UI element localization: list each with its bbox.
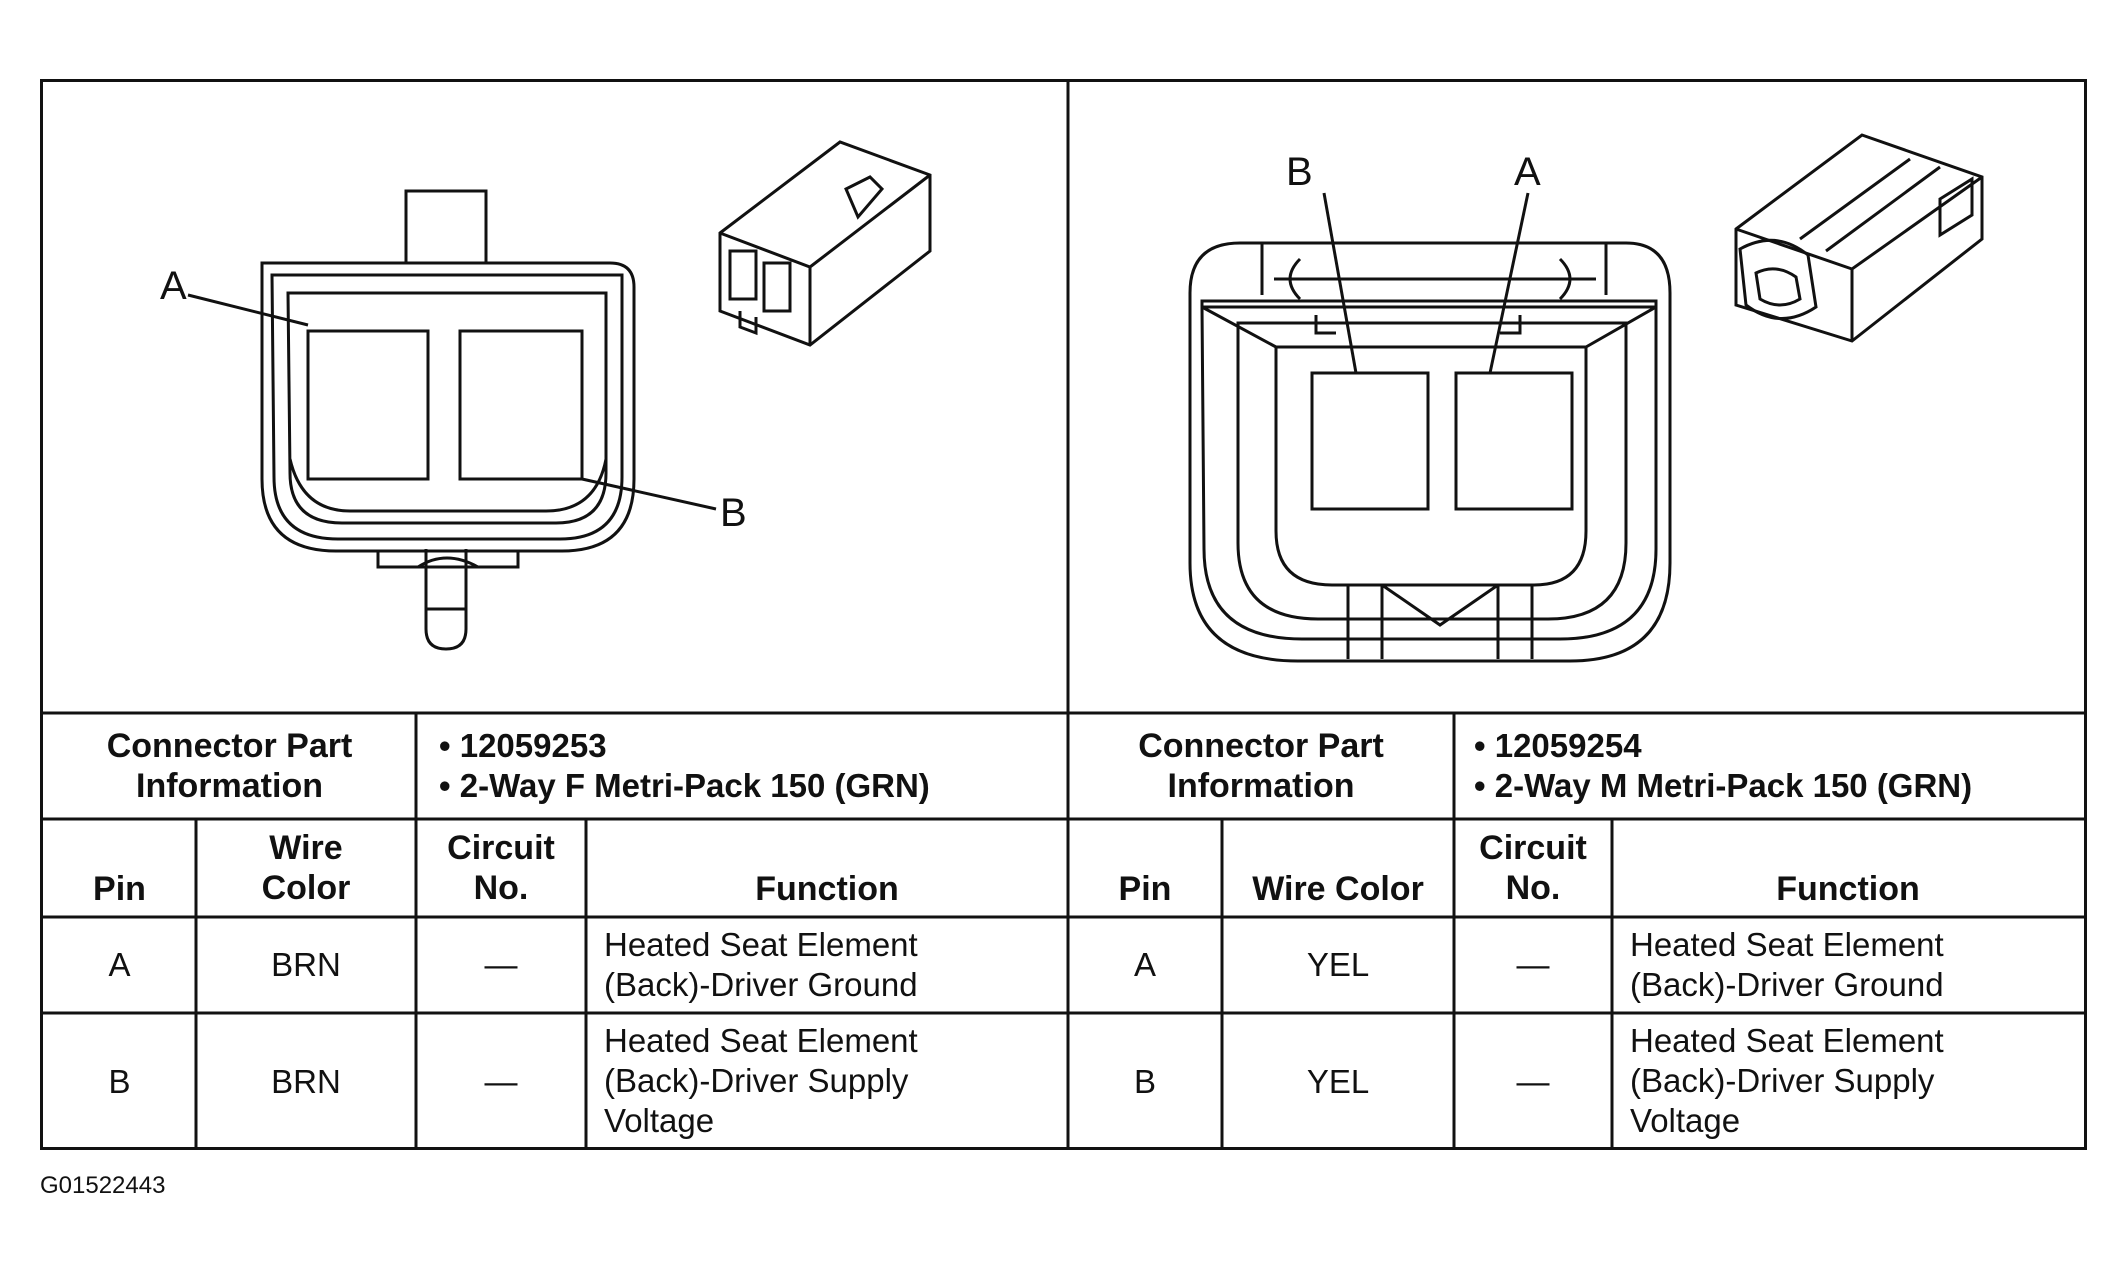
right-row-a-wire: YEL (1306, 946, 1370, 983)
right-col-pin: Pin (1118, 870, 1172, 908)
right-row-b-function: Heated Seat Element (Back)-Driver Supply… (1612, 1013, 2084, 1150)
right-row-a-function-l1: Heated Seat Element (1630, 926, 1944, 963)
left-col-function: Function (755, 870, 899, 908)
left-col-wire-color: Wire Color (196, 819, 416, 917)
right-row-a-circuit: — (1516, 946, 1550, 983)
right-row-b-circuit: — (1516, 1062, 1550, 1100)
right-connector-iso (1734, 133, 1984, 343)
left-row-a-circuit: — (484, 946, 518, 983)
right-col-circuit-no: Circuit No. (1454, 819, 1612, 917)
left-label-b: B (720, 491, 747, 535)
left-row-b-function-l2: (Back)-Driver Supply (604, 1062, 909, 1099)
right-row-a-function: Heated Seat Element (Back)-Driver Ground (1612, 917, 2084, 1013)
left-connector-iso (718, 140, 932, 347)
right-part-number: • 12059254 (1474, 727, 1642, 764)
left-row-b-function: Heated Seat Element (Back)-Driver Supply… (586, 1013, 1068, 1150)
left-row-a-function: Heated Seat Element (Back)-Driver Ground (586, 917, 1068, 1013)
right-row-b-function-l2: (Back)-Driver Supply (1630, 1062, 1935, 1099)
left-row-b-circuit: — (484, 1062, 518, 1100)
left-col-circuit-no-text: Circuit No. (447, 829, 555, 907)
right-row-b-wire: YEL (1306, 1062, 1370, 1100)
right-part-info: • 12059254 • 2-Way M Metri-Pack 150 (GRN… (1454, 713, 2084, 819)
right-info-header-text: Connector Part Information (1138, 727, 1384, 805)
outer-frame (40, 79, 2087, 1150)
right-row-b-function-l3: Voltage (1630, 1102, 1741, 1139)
right-col-function: Function (1776, 870, 1920, 908)
left-connector-face (187, 189, 717, 651)
left-row-a-pin: A (108, 946, 131, 983)
right-col-wire-color: Wire Color (1252, 870, 1424, 908)
right-row-a-pin: A (1133, 946, 1156, 983)
left-part-desc: • 2-Way F Metri-Pack 150 (GRN) (439, 767, 930, 804)
left-info-header-text: Connector Part Information (106, 727, 353, 805)
right-col-circuit-no-text: Circuit No. (1479, 829, 1587, 907)
left-info-header: Connector Part Information (43, 713, 416, 819)
left-part-number: • 12059253 (439, 727, 607, 764)
left-col-circuit-no: Circuit No. (416, 819, 586, 917)
left-row-a-function-l2: (Back)-Driver Ground (604, 966, 918, 1003)
right-info-header: Connector Part Information (1068, 713, 1454, 819)
right-connector-face (1188, 192, 1672, 663)
left-label-a: A (160, 264, 187, 308)
right-row-b-pin: B (1133, 1062, 1156, 1100)
left-row-a-wire: BRN (271, 946, 341, 983)
left-col-wire-color-text: Wire Color (261, 829, 351, 907)
left-col-pin: Pin (93, 870, 146, 908)
left-row-b-function-l3: Voltage (604, 1102, 715, 1139)
left-row-a-function-l1: Heated Seat Element (604, 926, 918, 963)
left-row-b-function-l1: Heated Seat Element (604, 1022, 918, 1059)
figure-id: G01522443 (40, 1172, 166, 1199)
right-label-a: A (1514, 150, 1541, 194)
right-part-desc: • 2-Way M Metri-Pack 150 (GRN) (1474, 767, 1973, 804)
left-row-b-pin: B (108, 1062, 131, 1100)
left-part-info: • 12059253 • 2-Way F Metri-Pack 150 (GRN… (419, 713, 1065, 819)
right-row-a-function-l2: (Back)-Driver Ground (1630, 966, 1944, 1003)
connector-diagrams (187, 79, 1984, 1150)
right-label-b: B (1286, 150, 1313, 194)
left-row-b-wire: BRN (271, 1062, 341, 1100)
right-row-b-function-l1: Heated Seat Element (1630, 1022, 1944, 1059)
